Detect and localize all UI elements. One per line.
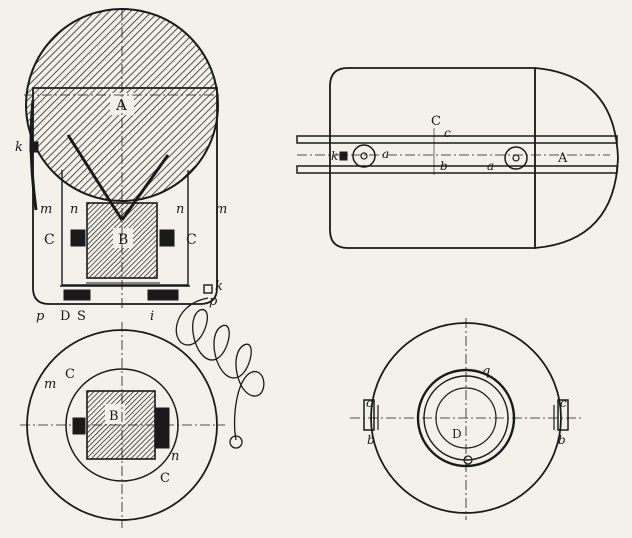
section-basket-label-bg	[105, 404, 125, 424]
label-sec-q: q	[482, 364, 490, 379]
floor-block-left	[63, 289, 91, 301]
label-sec-n: n	[171, 449, 179, 464]
label-plan-a-left: a	[382, 147, 389, 161]
label-m-left: m	[40, 202, 52, 217]
right-bracket-right	[557, 399, 569, 431]
label-plan-b: b	[440, 159, 448, 173]
label-p-left: p	[36, 309, 45, 324]
section-bracket-right	[154, 407, 170, 449]
inner-wall	[61, 170, 189, 286]
label-sec-m: m	[44, 377, 56, 392]
section-right-labels: q D c c b b	[366, 364, 567, 447]
plan-view	[296, 67, 619, 249]
label-D: D	[60, 309, 70, 324]
label-A-balloon: A	[115, 96, 127, 114]
label-B-basket: B	[118, 232, 128, 248]
label-plan-C: C	[431, 114, 441, 129]
label-sec-B: B	[109, 409, 119, 424]
floor-block-right	[147, 289, 179, 301]
label-sec-c-left: c	[366, 396, 373, 410]
bracket-right	[159, 229, 175, 247]
front-section-view	[24, 8, 222, 310]
label-k-bottom: k	[215, 279, 223, 294]
label-k-top: k	[15, 140, 23, 155]
outer-envelope	[32, 87, 218, 305]
right-bracket-left	[363, 399, 375, 431]
label-S: S	[77, 309, 86, 324]
valve-k-top	[29, 141, 39, 153]
label-sec-b-left: b	[367, 433, 375, 447]
label-m-right: m	[215, 202, 227, 217]
label-n-left: n	[70, 202, 78, 217]
rail-upper	[296, 135, 618, 144]
label-i: i	[150, 309, 154, 324]
label-n-right: n	[176, 202, 184, 217]
label-C-left: C	[44, 232, 55, 248]
label-sec-C-upper: C	[65, 367, 75, 382]
wheel-right	[504, 146, 528, 170]
wheel-left	[352, 144, 376, 168]
coiled-hose	[175, 297, 265, 441]
label-plan-k: k	[331, 149, 338, 163]
plan-labels: C c k a a b A	[331, 114, 568, 173]
section-bracket-left	[72, 417, 86, 435]
right-small-knob	[463, 455, 473, 465]
front-labels: A B C C k k m m n n p p D S i	[15, 96, 227, 324]
label-sec-C-lower: C	[160, 471, 170, 486]
label-sec-b-right: b	[558, 433, 566, 447]
label-p-right: p	[209, 294, 218, 309]
basket-label-bg	[113, 228, 133, 248]
section-left-labels: m C B n C	[44, 367, 179, 486]
bracket-left	[70, 229, 86, 247]
plan-valve-k	[339, 151, 348, 161]
rail-lower	[296, 165, 618, 174]
hose-end	[229, 435, 243, 449]
section-view-left	[20, 322, 225, 528]
label-C-right: C	[186, 232, 197, 248]
label-plan-A: A	[557, 151, 568, 166]
section-view-right	[350, 318, 582, 520]
label-sec-D: D	[452, 427, 462, 441]
valve-k-bottom	[203, 284, 213, 294]
plan-dome	[534, 67, 619, 249]
plan-body	[329, 67, 536, 249]
label-plan-c: c	[444, 126, 451, 140]
label-sec-c-right: c	[560, 396, 567, 410]
label-plan-a-right: a	[487, 159, 494, 173]
